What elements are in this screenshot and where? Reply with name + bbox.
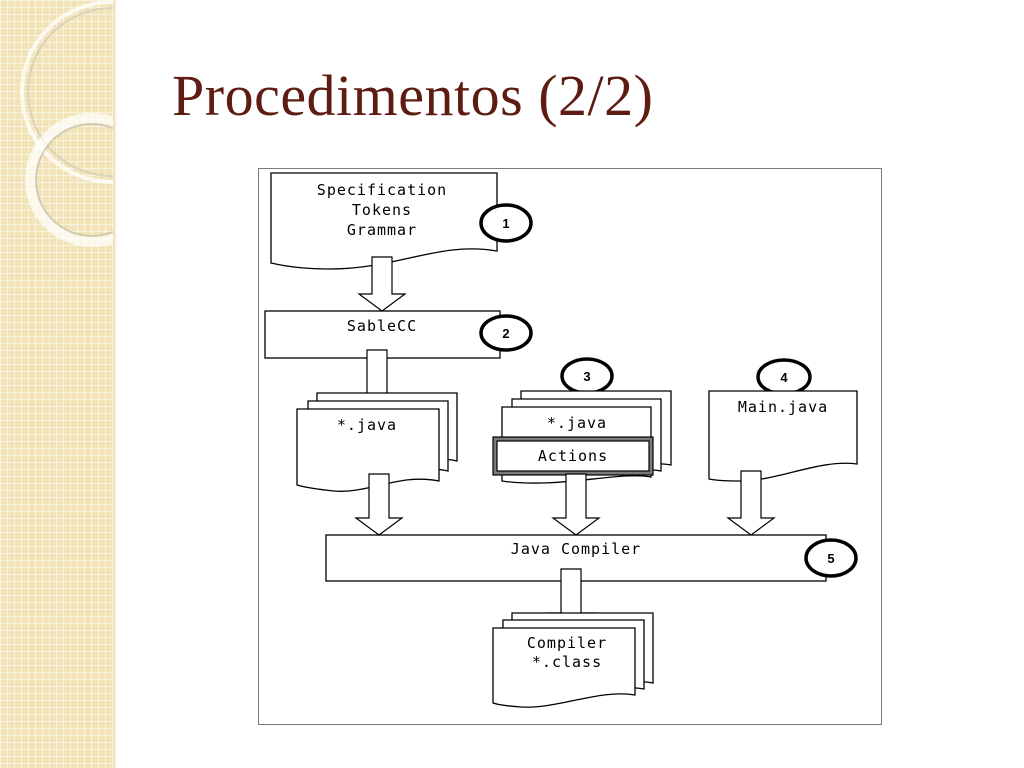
user-java-label: *.java: [547, 414, 607, 432]
arrow-actions-to-compiler: [551, 473, 601, 536]
generated-java-label: *.java: [337, 416, 397, 434]
main-java-document: Main.java: [708, 390, 858, 482]
sidebar-edge: [113, 0, 117, 768]
output-class-stack: Compiler *.class: [492, 612, 654, 708]
flow-diagram-svg: .box { fill: #ffffff; stroke: #000; stro…: [264, 172, 858, 708]
decorative-sidebar: [0, 0, 113, 768]
step-4-label: 4: [780, 370, 788, 385]
arrow-main-to-compiler: [726, 470, 776, 536]
main-java-label: Main.java: [738, 398, 828, 416]
generated-java-stack: *.java: [296, 392, 458, 492]
spec-line-2: Tokens: [352, 201, 412, 219]
step-1-marker: 1: [479, 203, 533, 243]
step-5-label: 5: [827, 551, 834, 566]
step-2-label: 2: [502, 326, 509, 341]
output-line-1: Compiler: [527, 634, 607, 652]
sablecc-label: SableCC: [347, 317, 417, 335]
arrow-java-to-compiler: [354, 473, 404, 536]
step-1-label: 1: [502, 216, 509, 231]
java-compiler-label: Java Compiler: [511, 540, 641, 558]
spec-line-1: Specification: [317, 181, 447, 199]
spec-line-3: Grammar: [347, 221, 417, 239]
arrow-spec-to-sablecc: [357, 256, 407, 312]
spec-document: Specification Tokens Grammar: [270, 172, 498, 270]
step-4-marker: 4: [756, 358, 812, 396]
step-2-marker: 2: [479, 314, 533, 352]
step-3-marker: 3: [560, 357, 614, 395]
slide-title: Procedimentos (2/2): [172, 63, 654, 128]
output-line-2: *.class: [532, 653, 602, 671]
compiler-flow-diagram: .box { fill: #ffffff; stroke: #000; stro…: [258, 168, 882, 725]
actions-label: Actions: [538, 447, 608, 465]
step-3-label: 3: [583, 369, 590, 384]
actions-box: Actions: [492, 436, 654, 476]
sidebar-rings-decoration: [20, 0, 113, 247]
step-5-marker: 5: [804, 538, 858, 578]
